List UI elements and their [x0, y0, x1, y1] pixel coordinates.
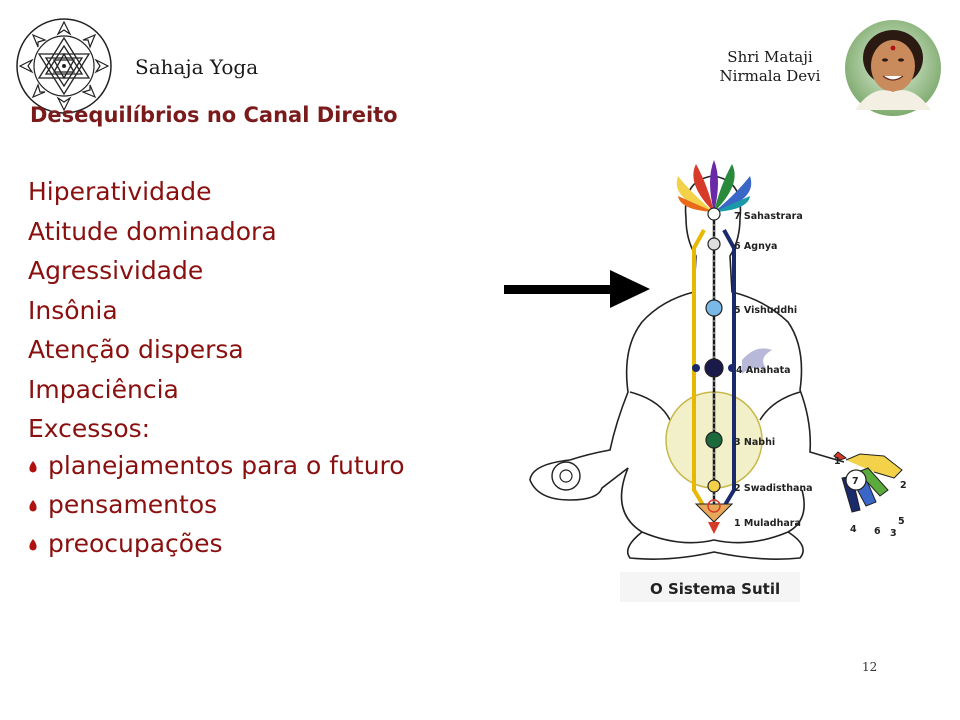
page-number: 12 — [862, 660, 878, 674]
excess-sub-list: planejamentos para o futuro pensamentos … — [28, 446, 405, 563]
bullet-icon — [29, 461, 37, 473]
bullet-icon — [29, 500, 37, 512]
finger-number: 3 — [890, 528, 897, 539]
bullet-icon — [29, 539, 37, 551]
diagram-caption: O Sistema Sutil — [650, 580, 780, 598]
list-item: Atitude dominadora — [28, 216, 277, 246]
chakra-label: 1 Muladhara — [734, 518, 801, 529]
finger-number: 4 — [850, 524, 857, 535]
sub-item-text: planejamentos para o futuro — [48, 451, 405, 480]
right-arrow-icon — [504, 270, 650, 308]
brand-text: Sahaja Yoga — [135, 55, 259, 79]
mataji-line-1: Shri Mataji — [727, 48, 813, 66]
list-item: Excessos: — [28, 414, 151, 443]
symptom-list: Hiperatividade Atitude dominadora Agress… — [28, 172, 277, 449]
list-item: Hiperatividade — [28, 177, 212, 206]
finger-number: 6 — [874, 526, 881, 537]
sub-item-text: pensamentos — [48, 490, 218, 519]
sub-list-item: planejamentos para o futuro — [28, 446, 405, 485]
chakra-label: 6 Agnya — [734, 241, 777, 252]
mataji-portrait — [843, 18, 943, 118]
flame-icon — [742, 348, 772, 374]
lotus-icon — [676, 160, 752, 212]
finger-number: 7 — [852, 476, 859, 487]
hand-fingers — [833, 451, 903, 513]
chakra-label: 2 Swadisthana — [734, 483, 813, 494]
chakra-label: 7 Sahastrara — [734, 211, 803, 222]
subtle-system-diagram: 7 Sahastrara 6 Agnya 5 Vishuddhi 4 Anaha… — [510, 160, 930, 610]
sub-list-item: pensamentos — [28, 485, 405, 524]
sri-yantra-logo — [14, 16, 114, 116]
chakra-label: 4 Anahata — [736, 365, 791, 376]
mataji-line-2: Nirmala Devi — [719, 67, 821, 85]
list-item: Agressividade — [28, 256, 204, 285]
finger-number: 1 — [834, 456, 841, 467]
sub-list-item: preocupações — [28, 524, 405, 563]
body-outline — [529, 175, 845, 560]
finger-number: 2 — [900, 480, 907, 491]
finger-number: 5 — [898, 516, 905, 527]
chakra-label: 5 Vishuddhi — [734, 305, 797, 316]
sub-item-text: preocupações — [48, 529, 223, 558]
mataji-name: Shri Mataji Nirmala Devi — [700, 48, 840, 86]
list-item: Impaciência — [28, 374, 179, 404]
slide-title: Desequilíbrios no Canal Direito — [30, 103, 398, 127]
list-item: Insônia — [28, 295, 118, 325]
list-item: Atenção dispersa — [28, 335, 244, 364]
chakra-label: 3 Nabhi — [734, 437, 775, 448]
